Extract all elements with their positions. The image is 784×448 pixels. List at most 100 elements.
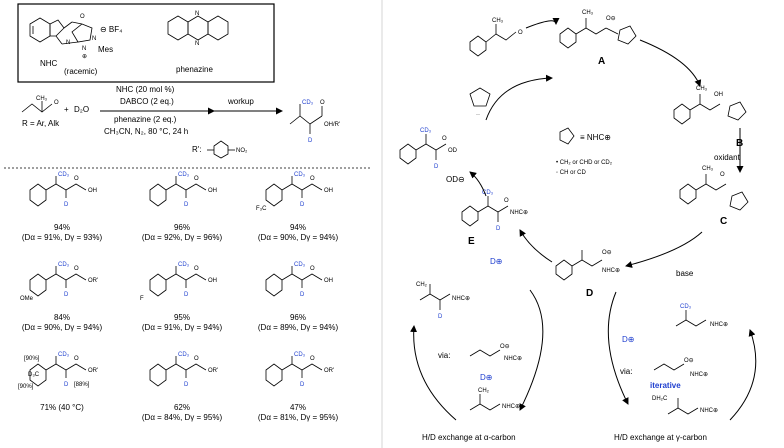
label-d: D [586, 288, 593, 299]
arrow-e-to-ester [469, 171, 487, 197]
d2o-label: D₂O [74, 105, 89, 114]
product-ring [29, 273, 47, 297]
product-ring [265, 273, 283, 297]
alpha-d-plus: D⊕ [480, 373, 492, 382]
product-chain [45, 363, 87, 371]
general-reaction-substrate [21, 101, 53, 113]
product-chain [165, 273, 207, 281]
racemic-label: (racemic) [64, 67, 98, 76]
label-c: C [720, 216, 727, 227]
product-chain [165, 363, 207, 371]
b-ch3: CH₃ [696, 86, 708, 92]
iterative-label: iterative [650, 381, 681, 390]
product-o: O [194, 266, 199, 272]
gamma-via-struct [653, 363, 685, 371]
nhc-oxygen: O [80, 14, 85, 20]
arrow-nhc-loop [485, 74, 553, 121]
product-yield: 94% [54, 223, 70, 232]
product-substituent: F [140, 296, 144, 302]
alpha-nhc: NHC⊕ [452, 296, 470, 302]
product-yield: 96% [174, 223, 190, 232]
od-minus-label: OD⊖ [446, 175, 465, 184]
plus-sign: + [64, 105, 69, 114]
plus-charge: ⊕ [82, 54, 87, 60]
product-ring [265, 183, 283, 207]
alpha-arrow-up [410, 325, 457, 421]
product-o: O [74, 266, 79, 272]
product-chain [165, 183, 207, 191]
product-deuteration: (Dα = 89%, Dγ = 94%) [258, 323, 339, 332]
b-oh: OH [714, 92, 723, 98]
product-substituent: F₃C [256, 206, 267, 212]
no2-label: NO₂ [236, 148, 248, 154]
product-d: D [64, 202, 69, 208]
product-o: O [194, 356, 199, 362]
r-definition: R = Ar, Alk [22, 119, 60, 128]
product-deuteration: (Dα = 84%, Dγ = 95%) [142, 413, 223, 422]
product-end-group: OH [208, 278, 217, 284]
mech-aldehyde-o: O [518, 30, 523, 36]
product-cd3: CD₃ [178, 172, 190, 178]
phenazine-structure: N N [167, 11, 229, 47]
product-ring [149, 183, 167, 207]
product-end-group: OR' [324, 368, 334, 374]
product-pct-1: [90%] [24, 356, 40, 362]
alpha-prod-nhc: NHC⊕ [502, 404, 520, 410]
label-e: E [468, 236, 475, 247]
product-end-group: OR' [88, 278, 98, 284]
catalyst-box [17, 3, 275, 83]
product-end-group: OR' [88, 368, 98, 374]
c-ch3: CH₃ [702, 166, 714, 172]
svg-text:N: N [195, 41, 199, 47]
product-cd3: CD₃ [58, 352, 70, 358]
product-yield: 95% [174, 313, 190, 322]
svg-text:N: N [92, 36, 96, 42]
product-deuteration: (Dα = 90%, Dγ = 94%) [258, 233, 339, 242]
product-yield: 94% [290, 223, 306, 232]
product-d: D [300, 292, 305, 298]
substrate-o: O [54, 100, 59, 106]
e-d: D [496, 226, 501, 232]
product-end-group: OH [324, 188, 333, 194]
alpha-via: via: [438, 351, 450, 360]
condition-dabco: DABCO (2 eq.) [120, 97, 174, 106]
product-d: D [184, 382, 189, 388]
gamma-via-nhc: NHC⊕ [690, 372, 708, 378]
product-deuteration: (Dα = 91%, Dγ = 94%) [142, 323, 223, 332]
product-deuteration: (Dα = 81%, Dγ = 95%) [258, 413, 339, 422]
gamma-nhc: NHC⊕ [710, 322, 728, 328]
d-nhc: NHC⊕ [602, 268, 620, 274]
nhc-label: NHC [40, 59, 58, 68]
ester-od: OD [448, 148, 458, 154]
product-o: O [310, 266, 315, 272]
e-cd3: CD₃ [482, 190, 494, 196]
arrow-aldehyde-to-a [525, 17, 560, 29]
intermediate-b [673, 94, 747, 125]
ester-o: O [442, 136, 447, 142]
alpha-d: D [438, 314, 443, 320]
mes-label: Mes [98, 45, 113, 54]
product-substituent: OMe [20, 296, 34, 302]
product-cd3: CD₃ [294, 262, 306, 268]
product-end-group: OR' [208, 368, 218, 374]
product-ring [265, 363, 283, 387]
product-cd3: CD₃ [178, 262, 190, 268]
intermediate-a [559, 18, 637, 49]
product-yield: 71% (40 °C) [40, 403, 84, 412]
condition-nhc: NHC (20 mol %) [116, 85, 175, 94]
gamma-via-o: O⊖ [684, 358, 694, 364]
product-yield: 96% [290, 313, 306, 322]
product-pct-2: [90%] [18, 384, 34, 390]
phenazine-label: phenazine [176, 65, 213, 74]
gamma-arrow-down [607, 291, 629, 405]
product-d: D [300, 382, 305, 388]
gamma-d-plus: D⊕ [622, 335, 634, 344]
product-yield: 47% [290, 403, 306, 412]
legend-ch2: • CH₂ or CHD or CD₂ [556, 160, 613, 166]
gamma-arrow-up [729, 329, 757, 421]
product-ring [29, 363, 47, 387]
d-o-minus: O⊖ [602, 250, 612, 256]
gamma-product [667, 398, 699, 415]
